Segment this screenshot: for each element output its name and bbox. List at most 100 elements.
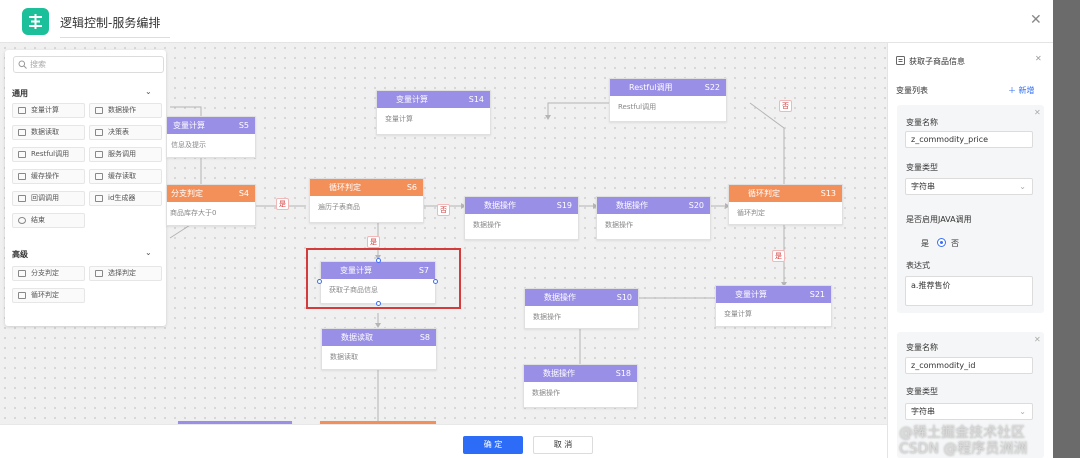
delete-var-icon[interactable]: ✕ bbox=[1034, 108, 1041, 117]
node-desc: 数据操作 bbox=[605, 221, 633, 229]
node-title: 变量计算 bbox=[735, 290, 767, 299]
node-id: S8 bbox=[419, 333, 430, 342]
tool-label: id生成器 bbox=[108, 194, 136, 202]
node-desc: 商品库存大于0 bbox=[170, 209, 217, 217]
node-desc: 循环判定 bbox=[737, 209, 765, 217]
var-type-select[interactable]: 字符串 ⌄ bbox=[905, 403, 1033, 420]
selection-highlight bbox=[306, 248, 461, 309]
var-type-label: 变量类型 bbox=[906, 163, 938, 172]
anchor-handle[interactable] bbox=[317, 279, 322, 284]
tool-id-generator[interactable]: id生成器 bbox=[89, 191, 162, 206]
node-title: 循环判定 bbox=[329, 183, 361, 192]
chevron-down-icon[interactable]: ⌄ bbox=[145, 87, 152, 96]
tool-end[interactable]: 结束 bbox=[12, 213, 85, 228]
var-card: ✕ 变量名称 z_commodity_id 变量类型 字符串 ⌄ bbox=[897, 332, 1044, 458]
var-name-input[interactable]: z_commodity_price bbox=[905, 131, 1033, 148]
tool-data-read[interactable]: 数据读取 bbox=[12, 125, 85, 140]
flow-node-s19[interactable]: 数据操作 S19 数据操作 bbox=[464, 196, 579, 240]
node-desc: 遍历子表商品 bbox=[318, 203, 360, 211]
java-yes-label: 是 bbox=[921, 239, 929, 248]
tool-label: Restful调用 bbox=[31, 150, 70, 158]
tool-branch[interactable]: 分支判定 bbox=[12, 266, 85, 281]
end-icon bbox=[18, 217, 26, 224]
expression-label: 表达式 bbox=[906, 261, 930, 270]
anchor-handle[interactable] bbox=[433, 279, 438, 284]
tool-label: 变量计算 bbox=[31, 106, 59, 114]
cache-read-icon bbox=[95, 173, 103, 180]
java-no-label: 否 bbox=[951, 239, 959, 248]
tool-label: 数据操作 bbox=[108, 106, 136, 114]
cancel-button[interactable]: 取 消 bbox=[533, 436, 593, 454]
search-input[interactable]: 搜索 bbox=[13, 56, 164, 73]
tool-select[interactable]: 选择判定 bbox=[89, 266, 162, 281]
tool-label: 结束 bbox=[31, 216, 45, 224]
service-icon bbox=[95, 151, 103, 158]
anchor-handle[interactable] bbox=[376, 301, 381, 306]
flow-canvas[interactable]: 搜索 通用 ⌄ 变量计算 数据操作 数据读取 决策表 Restful调用 服务调… bbox=[0, 43, 887, 424]
var-type-select[interactable]: 字符串⌄ bbox=[905, 178, 1033, 195]
node-id: S19 bbox=[556, 201, 572, 210]
tool-restful-call[interactable]: Restful调用 bbox=[12, 147, 85, 162]
node-title: 数据读取 bbox=[341, 333, 373, 342]
property-panel: 获取子商品信息 ✕ 变量列表 ＋ 新增 ✕ 变量名称 z_commodity_p… bbox=[887, 43, 1053, 458]
code-icon bbox=[18, 151, 26, 158]
var-name-input[interactable]: z_commodity_id bbox=[905, 357, 1033, 374]
tool-service-call[interactable]: 服务调用 bbox=[89, 147, 162, 162]
anchor-handle[interactable] bbox=[376, 258, 381, 263]
watermark-line: @稀土掘金技术社区 bbox=[899, 425, 1025, 441]
var-card: ✕ 变量名称 z_commodity_price 变量类型 字符串⌄ 是否启用J… bbox=[897, 105, 1044, 313]
tool-data-operation[interactable]: 数据操作 bbox=[89, 103, 162, 118]
close-icon[interactable]: ✕ bbox=[1030, 12, 1042, 28]
add-label: 新增 bbox=[1018, 86, 1035, 95]
flow-node-s4[interactable]: 分支判定 S4 商品库存大于0 bbox=[166, 184, 256, 226]
edge-label-yes: 是 bbox=[276, 198, 289, 210]
tool-label: 决策表 bbox=[108, 128, 129, 136]
close-icon[interactable]: ✕ bbox=[1035, 54, 1042, 63]
node-id: S18 bbox=[615, 369, 631, 378]
var-list-label: 变量列表 bbox=[896, 86, 928, 95]
var-type-label: 变量类型 bbox=[906, 387, 938, 396]
title-bar: 逻辑控制-服务编排 ✕ bbox=[0, 0, 1053, 43]
tool-callback[interactable]: 回调调用 bbox=[12, 191, 85, 206]
tool-loop[interactable]: 循环判定 bbox=[12, 288, 85, 303]
dialog: 逻辑控制-服务编排 ✕ bbox=[0, 0, 1053, 458]
loop-icon bbox=[18, 292, 26, 299]
tool-cache-read[interactable]: 缓存读取 bbox=[89, 169, 162, 184]
tool-variable-calc[interactable]: 变量计算 bbox=[12, 103, 85, 118]
node-title: Restful调用 bbox=[629, 83, 673, 92]
node-title: 数据操作 bbox=[616, 201, 648, 210]
flow-node-partial[interactable] bbox=[178, 421, 292, 424]
node-title: 循环判定 bbox=[748, 189, 780, 198]
node-title: 数据操作 bbox=[484, 201, 516, 210]
var-type-value: 字符串 bbox=[911, 407, 935, 416]
window-title: 逻辑控制-服务编排 bbox=[60, 14, 170, 38]
flow-node-partial[interactable] bbox=[320, 421, 436, 424]
tool-decision-table[interactable]: 决策表 bbox=[89, 125, 162, 140]
add-var-button[interactable]: ＋ 新增 bbox=[1008, 85, 1035, 96]
chevron-down-icon[interactable]: ⌄ bbox=[145, 248, 152, 257]
node-id: S21 bbox=[809, 290, 825, 299]
node-title: 分支判定 bbox=[171, 189, 203, 198]
chevron-down-icon: ⌄ bbox=[1019, 182, 1026, 191]
delete-var-icon[interactable]: ✕ bbox=[1034, 335, 1041, 344]
section-title-general: 通用 bbox=[12, 89, 28, 98]
java-radio-yes[interactable] bbox=[937, 238, 946, 247]
java-call-label: 是否启用JAVA调用 bbox=[906, 215, 972, 224]
node-desc: 数据操作 bbox=[473, 221, 501, 229]
expression-textarea[interactable]: a.推荐售价 bbox=[905, 276, 1033, 306]
chevron-down-icon: ⌄ bbox=[1019, 407, 1026, 416]
node-id: S4 bbox=[238, 189, 249, 198]
var-name-label: 变量名称 bbox=[906, 343, 938, 352]
tool-cache-operation[interactable]: 缓存操作 bbox=[12, 169, 85, 184]
confirm-button[interactable]: 确 定 bbox=[463, 436, 523, 454]
